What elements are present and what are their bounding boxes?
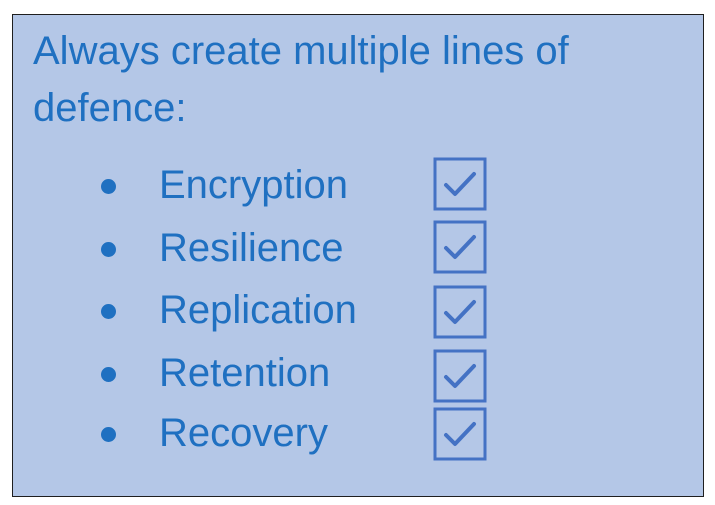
bullet-icon xyxy=(101,179,116,194)
defence-panel: Always create multiple lines of defence:… xyxy=(12,14,704,497)
checkbox-checked-icon xyxy=(433,349,487,403)
item-label: Resilience xyxy=(159,226,344,270)
bullet-icon xyxy=(101,304,116,319)
list-item: Replication xyxy=(13,280,703,342)
item-label: Retention xyxy=(159,351,331,395)
bullet-icon xyxy=(101,427,116,442)
list-item: Recovery xyxy=(13,403,703,465)
checkbox-checked-icon xyxy=(433,407,487,461)
item-label: Recovery xyxy=(159,411,328,455)
item-label: Encryption xyxy=(159,163,348,207)
bullet-icon xyxy=(101,367,116,382)
bullet-icon xyxy=(101,242,116,257)
panel-heading: Always create multiple lines of defence: xyxy=(33,29,569,130)
list-item: Encryption xyxy=(13,155,703,217)
list-item: Retention xyxy=(13,343,703,405)
checkbox-checked-icon xyxy=(433,157,487,211)
checkbox-checked-icon xyxy=(433,285,487,339)
item-label: Replication xyxy=(159,288,357,332)
list-item: Resilience xyxy=(13,218,703,280)
checkbox-checked-icon xyxy=(433,220,487,274)
